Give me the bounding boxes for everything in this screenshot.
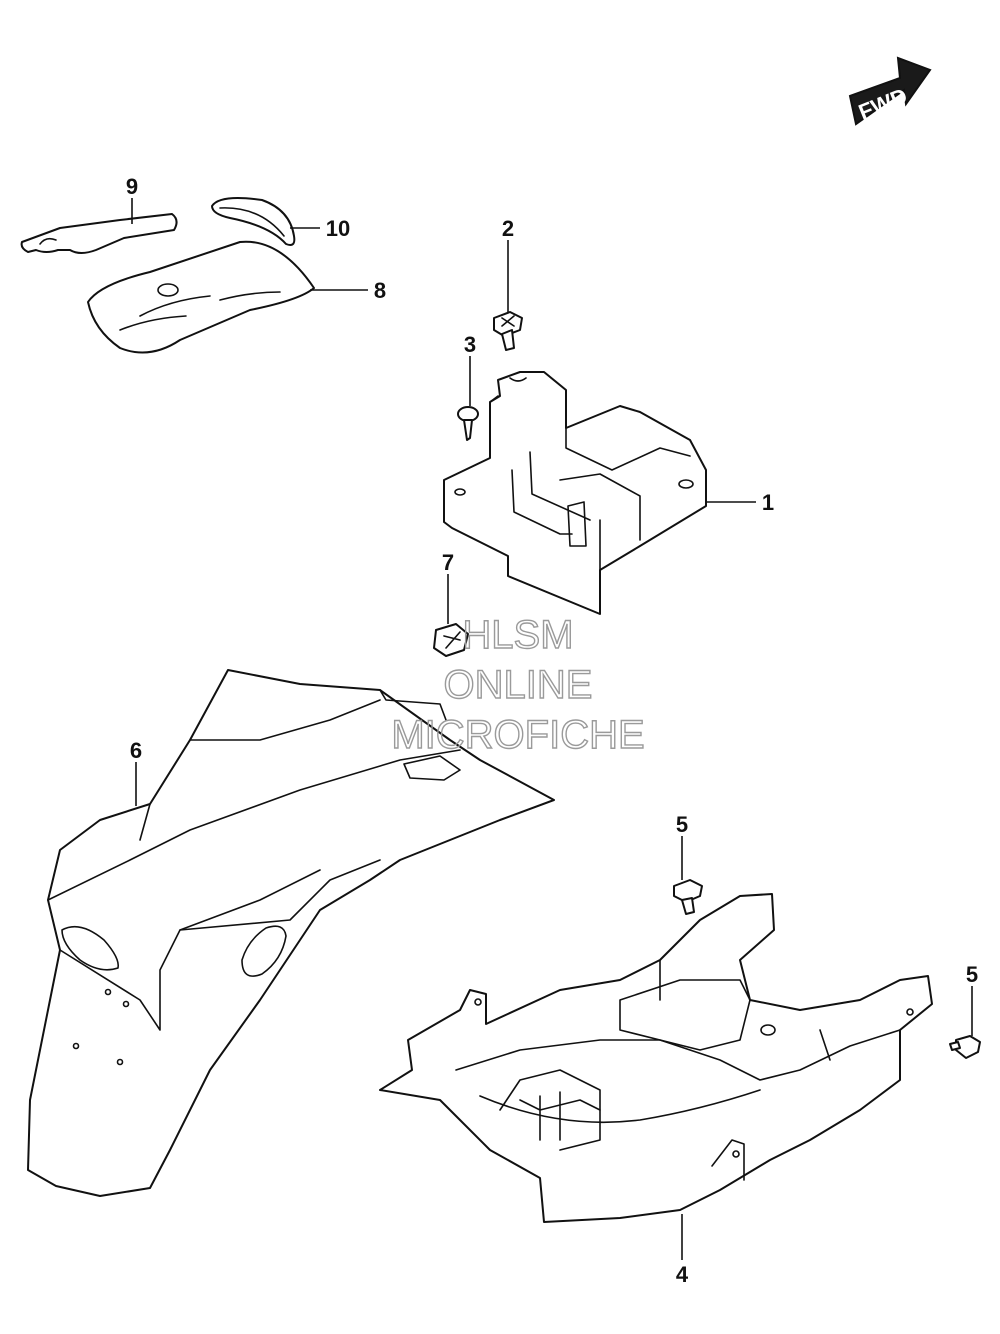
part-6-rear-fender (27, 669, 555, 1197)
callout-2: 2 (502, 216, 514, 241)
callout-4: 4 (676, 1262, 689, 1287)
part-5-bolt-right (949, 1035, 981, 1059)
watermark-line-1: HLSM (462, 613, 573, 657)
callout-7: 7 (442, 550, 454, 575)
forward-arrow-icon (848, 56, 932, 126)
watermark-line-3: MICROFICHE (391, 713, 644, 757)
callout-3: 3 (464, 332, 476, 357)
callout-5-right: 5 (966, 962, 978, 987)
callout-9: 9 (126, 174, 138, 199)
leader-lines (131, 198, 973, 1260)
part-10-band (211, 197, 296, 246)
callout-labels: 1 2 3 4 5 5 6 7 8 9 10 (126, 174, 978, 1287)
fwd-direction-badge: FWD (848, 56, 932, 126)
watermark: HLSM ONLINE MICROFICHE (391, 612, 646, 757)
part-9-spanner (20, 213, 178, 254)
callout-6: 6 (130, 738, 142, 763)
part-4-inner-fender (379, 893, 933, 1223)
part-8-tool-bag (87, 240, 315, 354)
part-3-screw (457, 406, 479, 441)
callout-1: 1 (762, 490, 774, 515)
callout-8: 8 (374, 278, 386, 303)
part-1-battery-tray (443, 371, 707, 615)
callout-10: 10 (326, 216, 350, 241)
callout-5-upper: 5 (676, 812, 688, 837)
part-5-bolt-upper (673, 879, 703, 915)
watermark-line-2: ONLINE (444, 663, 593, 707)
part-7-clip (433, 623, 469, 657)
part-2-bolt (493, 311, 523, 351)
